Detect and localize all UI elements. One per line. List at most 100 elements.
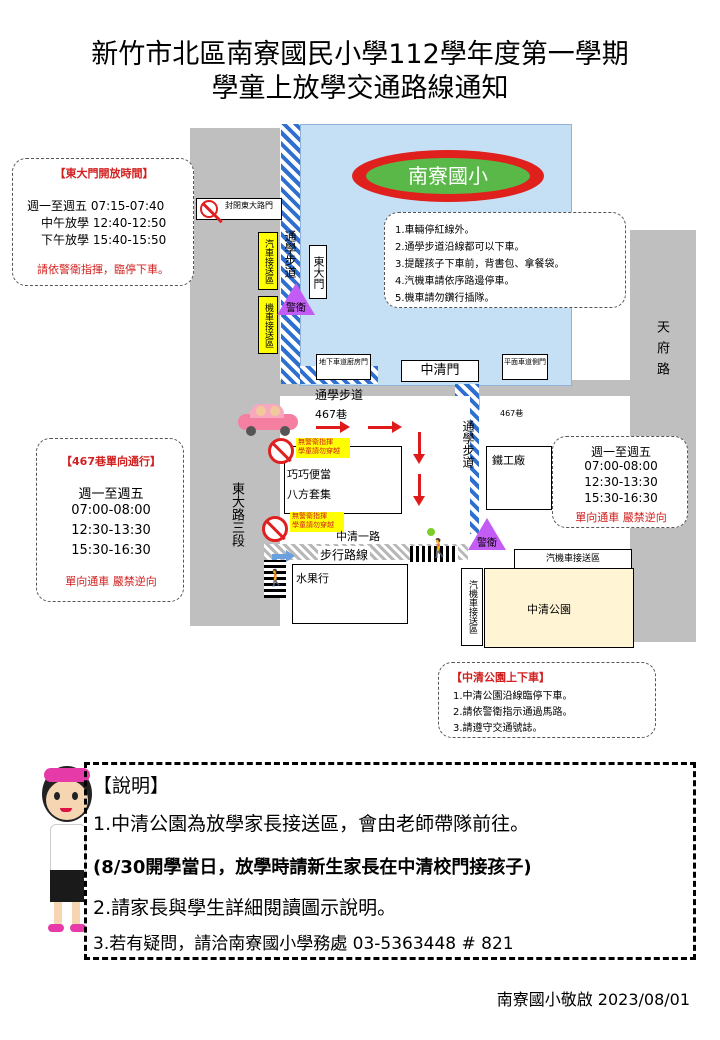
callout-right-times: 週一至週五 07:00-08:00 12:30-13:30 15:30-16:3…	[552, 436, 688, 528]
guard-east-label: 警衛	[477, 538, 497, 549]
rule-1: 1.車輛停紅線外。	[395, 225, 475, 236]
crosswalk	[410, 546, 458, 562]
road-dongda-label: 東大路三段	[229, 482, 244, 547]
shop-qiaoqiao: 巧巧便當	[287, 468, 331, 481]
warning-sign-2-line1: 無警衛指揮	[292, 512, 327, 520]
school-badge: 南寮國小	[352, 150, 544, 202]
gate-zhongqing[interactable]: 中清門	[401, 360, 479, 382]
walkway-top-label: 通學步道	[315, 388, 364, 402]
page-title-line2: 學童上放學交通路線通知	[211, 73, 509, 104]
callout-east-gate-header: 【東大門開放時間】	[54, 167, 154, 180]
callout-lane467-header: 【467巷單向通行】	[61, 455, 161, 468]
pedestrian-icon-crosswalk: 🚶	[428, 538, 451, 559]
park-label: 中清公園	[527, 603, 571, 616]
student-character-illustration	[36, 760, 96, 936]
guard-east: 警衛	[468, 518, 506, 550]
one-way-arrow-3	[413, 432, 425, 464]
warning-sign-2-line2: 學童請勿穿越	[292, 521, 334, 529]
pickup-zone-right-label: 汽機車接送區	[545, 554, 600, 564]
callout-east-gate: 【東大門開放時間】 週一至週五 07:15-07:40 中午放學 12:40-1…	[12, 158, 194, 286]
rule-4: 4.汽機車請依序路邊停車。	[395, 276, 515, 287]
callout-east-gate-line-3: 下午放學 15:40-15:50	[41, 233, 167, 247]
moto-pickup-label: 機車接送區	[263, 302, 273, 348]
closed-gate: 封閉東大路門	[196, 198, 282, 220]
moto-pickup-zone: 機車接送區	[258, 296, 278, 354]
callout-east-gate-line-1: 週一至週五 07:15-07:40	[27, 199, 165, 213]
callout-right-note: 單向通車 嚴禁逆向	[575, 511, 667, 524]
callout-right-line-1: 週一至週五	[590, 445, 651, 459]
one-way-arrow-4	[413, 474, 425, 506]
pickup-zone-right: 汽機車接送區	[514, 549, 632, 569]
shop-bafang: 八方套集	[287, 488, 331, 501]
shop-fruit: 水果行	[296, 572, 329, 585]
traffic-light-icon	[427, 528, 435, 536]
explanation-header: 【說明】	[93, 775, 170, 797]
explanation-box: 【說明】 1.中清公園為放學家長接送區，會由老師帶隊前往。 (8/30開學當日，…	[84, 762, 696, 960]
warning-sign-1-line1: 無警衛指揮	[298, 438, 333, 446]
page-title-line1: 新竹市北區南寮國民小學112學年度第一學期	[91, 39, 629, 70]
rule-2: 2.通學步道沿線都可以下車。	[395, 242, 525, 253]
callout-rules: 1.車輛停紅線外。 2.通學步道沿線都可以下車。 3.提醒孩子下車前，背書包、拿…	[384, 212, 626, 308]
callout-lane467-note: 單向通車 嚴禁逆向	[65, 575, 157, 588]
gate-zhongqing-label: 中清門	[420, 363, 460, 378]
map: 中清公園 汽機車接送區 汽機車接送區 南寮國小 東大門 通學步道 封閉東大路門 …	[0, 120, 720, 750]
car-pickup-label: 汽車接送區	[263, 238, 273, 284]
guard-west-label: 警衛	[286, 303, 306, 314]
closed-gate-label: 封閉東大路門	[225, 201, 273, 210]
callout-right-line-2: 07:00-08:00	[584, 459, 658, 473]
callout-right-line-4: 15:30-16:30	[584, 491, 658, 505]
explanation-item-2: 2.請家長與學生詳細閱讀圖示說明。	[93, 897, 397, 919]
walkway-east-label: 通學步道	[461, 420, 475, 468]
warning-sign-1-line2: 學童請勿穿越	[298, 447, 340, 455]
no-crossing-icon-2	[262, 516, 288, 542]
car-icon	[234, 402, 300, 436]
callout-east-gate-note: 請依警衛指揮，臨停下車。	[37, 263, 169, 276]
callout-park: 【中清公園上下車】 1.中清公園沿線臨停下車。 2.請依警衛指示通過馬路。 3.…	[438, 662, 656, 738]
callout-lane467-line-1: 週一至週五	[78, 487, 144, 502]
callout-lane467-line-2: 07:00-08:00	[71, 503, 151, 518]
callout-right-line-3: 12:30-13:30	[584, 475, 658, 489]
gate-basement: 地下車道廚房門	[316, 354, 371, 380]
guard-west: 警衛	[277, 283, 315, 315]
one-way-arrow-1	[316, 421, 350, 433]
explanation-item-1: 1.中清公園為放學家長接送區，會由老師帶隊前往。	[93, 813, 530, 835]
gate-side: 平面車道側門	[502, 354, 548, 380]
rule-3: 3.提醒孩子下車前，背書包、拿餐袋。	[395, 259, 565, 270]
walkway-west	[281, 124, 300, 384]
callout-lane467-line-4: 15:30-16:30	[71, 543, 151, 558]
ironworks-block	[486, 446, 552, 510]
callout-lane467: 【467巷單向通行】 週一至週五 07:00-08:00 12:30-13:30…	[36, 438, 184, 602]
rule-5: 5.機車請勿鑽行插隊。	[395, 293, 495, 304]
callout-park-item-1: 1.中清公園沿線臨停下車。	[453, 691, 573, 702]
callout-lane467-line-3: 12:30-13:30	[71, 523, 151, 538]
fruit-block	[292, 564, 408, 624]
explanation-item-3: 3.若有疑問，請洽南寮國小學務處 03-5363448 # 821	[93, 934, 514, 954]
signature: 南寮國小敬啟 2023/08/01	[496, 990, 690, 1009]
car-pickup-zone: 汽車接送區	[258, 232, 278, 290]
gate-basement-label: 地下車道廚房門	[319, 358, 368, 366]
explanation-item-bold: (8/30開學當日，放學時請新生家長在中清校門接孩子)	[93, 857, 532, 878]
warning-sign-2: 無警衛指揮 學童請勿穿越	[290, 512, 344, 532]
school-name: 南寮國小	[408, 164, 488, 188]
callout-park-header: 【中清公園上下車】	[451, 671, 550, 684]
crosswalk-west	[264, 560, 286, 598]
callout-park-item-2: 2.請依警衛指示通過馬路。	[453, 707, 573, 718]
pickup-zone-east-label: 汽機車接送區	[467, 580, 477, 634]
road-zhongqing1-label: 中清一路	[336, 530, 380, 543]
walkway-west-label: 通學步道	[283, 230, 297, 278]
pedestrian-icon-west: 🚶	[266, 568, 286, 587]
callout-park-item-3: 3.請遵守交通號誌。	[453, 723, 543, 734]
warning-sign-1: 無警衛指揮 學童請勿穿越	[296, 438, 350, 458]
callout-east-gate-line-2: 中午放學 12:40-12:50	[41, 216, 167, 230]
lane467-small-label: 467巷	[500, 409, 524, 418]
gate-east-label: 東大門	[312, 255, 325, 289]
road-tianfu-label: 天府路	[654, 320, 669, 383]
sidewalk-label: 步行路線	[318, 546, 371, 563]
one-way-arrow-2	[368, 421, 402, 433]
shop-ironworks: 鐵工廠	[492, 454, 525, 467]
lane467-label: 467巷	[315, 408, 347, 421]
no-entry-icon	[200, 200, 218, 218]
pickup-zone-east: 汽機車接送區	[461, 568, 483, 646]
no-crossing-icon-1	[268, 438, 294, 464]
gate-side-label: 平面車道側門	[504, 358, 546, 366]
